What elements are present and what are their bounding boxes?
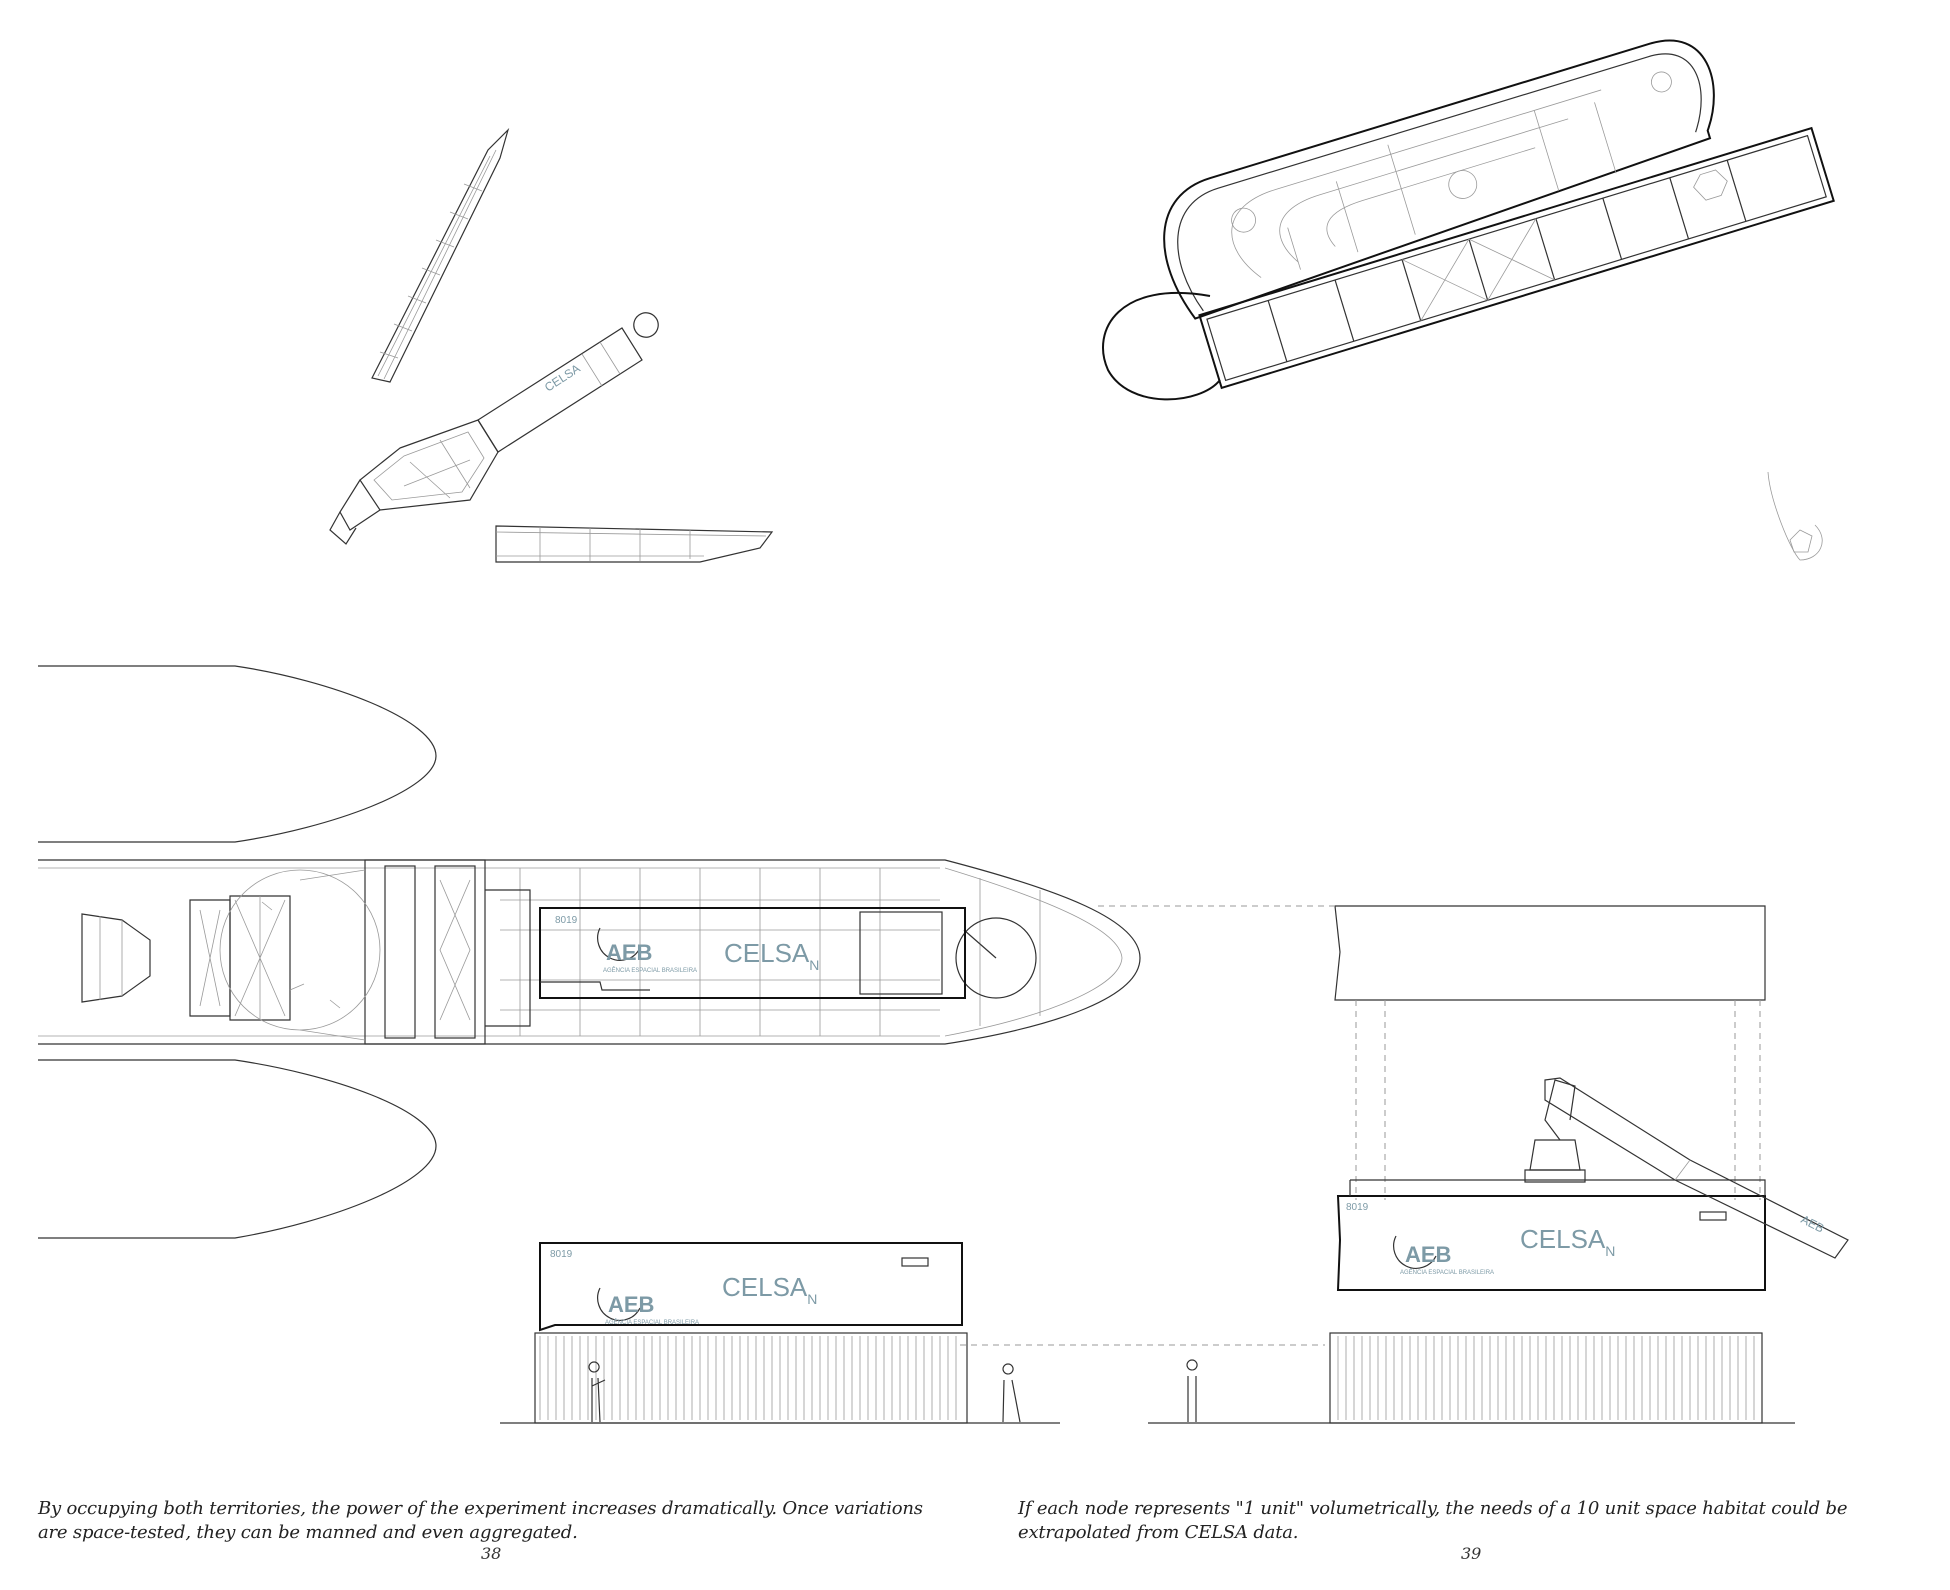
module-serial-plan: 8019	[555, 915, 578, 926]
human-figures-left	[588, 1361, 1021, 1423]
container-right	[1148, 1332, 1795, 1424]
agency-name-elevation-left: AGÊNCIA ESPACIAL BRASILEIRA	[605, 1318, 699, 1326]
agency-logo-elevation-right: AEB	[1405, 1242, 1451, 1267]
agency-logo-plan: AEB	[606, 940, 652, 965]
module-elevation-left[interactable]: 8019 AEB AGÊNCIA ESPACIAL BRASILEIRA CEL…	[539, 1242, 963, 1332]
agency-name-elevation-right: AGÊNCIA ESPACIAL BRASILEIRA	[1400, 1268, 1494, 1276]
module-top-view	[960, 905, 1766, 1346]
module-serial-elevation-left: 8019	[550, 1249, 573, 1260]
module-name-plan: CELSAN	[724, 938, 819, 973]
module-name-elevation-right: CELSAN	[1520, 1224, 1615, 1259]
celsa-module-plan[interactable]: 8019 AEB AGÊNCIA ESPACIAL BRASILEIRA CEL…	[539, 907, 966, 999]
fairing-half-upper	[371, 127, 510, 383]
engine-stage-tilted	[329, 419, 499, 545]
human-figure-right	[1186, 1359, 1198, 1422]
fairing-half-lower	[495, 525, 774, 563]
page-number-right: 39	[1461, 1544, 1482, 1563]
booster-lower	[38, 1059, 437, 1239]
agency-logo-arm: AEB	[1799, 1212, 1827, 1235]
agency-logo-elevation-left: AEB	[608, 1292, 654, 1317]
rocket-core-stage	[38, 859, 1141, 1045]
caption-right: If each node represents "1 unit" volumet…	[1018, 1498, 1848, 1543]
small-figure-sketch	[1767, 471, 1823, 561]
engine-section	[81, 859, 531, 1045]
booster-upper	[38, 665, 437, 843]
module-serial-elevation-right: 8019	[1346, 1202, 1369, 1213]
page-number-left: 38	[481, 1544, 502, 1563]
module-elevation-right[interactable]: 8019 AEB AGÊNCIA ESPACIAL BRASILEIRA CEL…	[1336, 1139, 1766, 1291]
module-name-elevation-left: CELSAN	[722, 1272, 817, 1307]
habitat-floor-plan	[1163, 39, 1835, 390]
airlock-loop	[1102, 291, 1221, 401]
celsa-module-tilted: CELSA	[477, 312, 659, 453]
container-left	[500, 1332, 1060, 1424]
caption-left: By occupying both territories, the power…	[38, 1498, 923, 1543]
exploded-rocket-assembly: CELSA	[329, 127, 774, 563]
agency-name-plan: AGÊNCIA ESPACIAL BRASILEIRA	[603, 966, 697, 974]
